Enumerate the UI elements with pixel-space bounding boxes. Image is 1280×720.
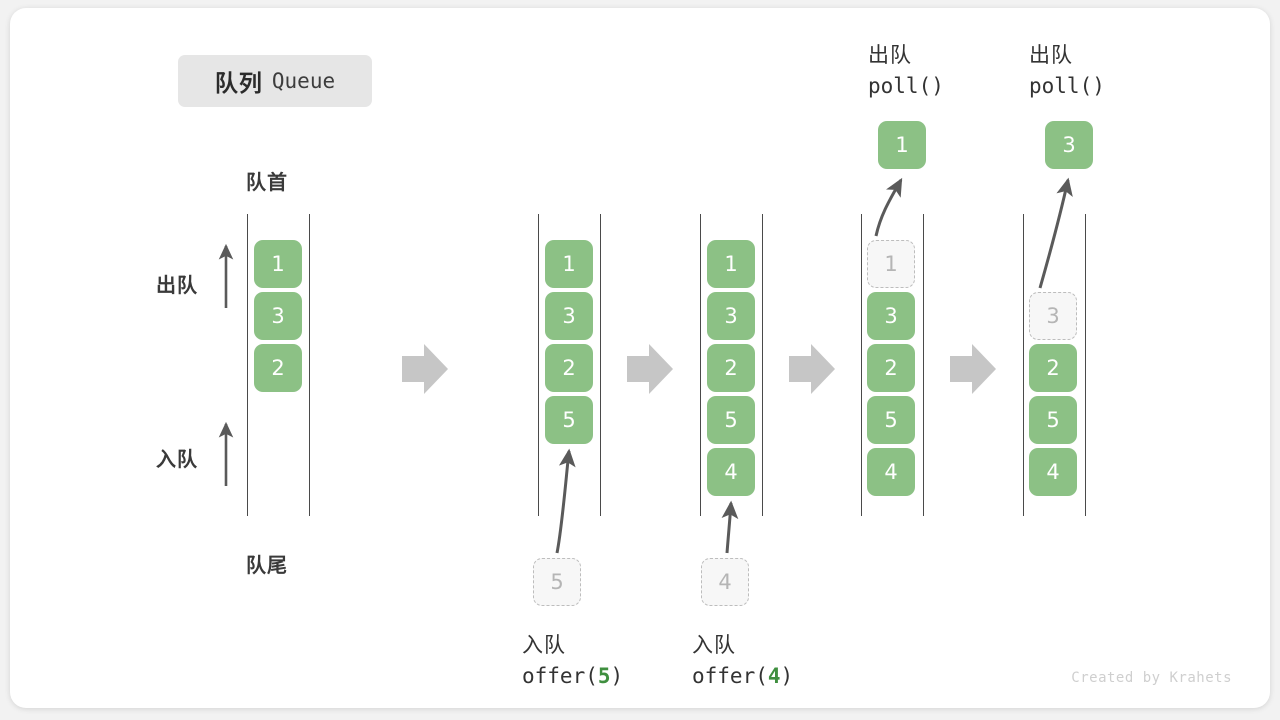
enqueue-direction-label: 入队 — [156, 449, 198, 471]
queue-rail-left-5 — [1023, 214, 1024, 516]
queue-cell: 3 — [254, 292, 302, 340]
queue-rail-left-2 — [538, 214, 539, 516]
poll-caption-code-1: poll() — [868, 74, 944, 98]
queue-cell: 3 — [707, 292, 755, 340]
queue-cell-new: 5 — [545, 396, 593, 444]
offer-caption-code-2: offer(4) — [692, 664, 793, 688]
offer-code-suffix: ) — [780, 664, 794, 688]
queue-cell: 1 — [545, 240, 593, 288]
offer-caption-code-1: offer(5) — [522, 664, 623, 688]
removed-ghost-cell: 1 — [867, 240, 915, 288]
queue-rail-right-5 — [1085, 214, 1086, 516]
queue-cell: 4 — [867, 448, 915, 496]
incoming-ghost-cell: 5 — [533, 558, 581, 606]
queue-cell: 3 — [867, 292, 915, 340]
queue-cell-new: 4 — [707, 448, 755, 496]
queue-cell: 5 — [707, 396, 755, 444]
diagram-title-chip: 队列 Queue — [178, 55, 372, 107]
offer-code-suffix: ) — [610, 664, 624, 688]
dequeue-direction-label: 出队 — [156, 275, 198, 297]
diagram-card: 队列 Queue 队首 队尾 出队 入队 1 3 2 1 3 2 5 5 入队 … — [10, 8, 1270, 708]
poll-caption-cn-1: 出队 — [868, 44, 912, 67]
offer-caption-cn-2: 入队 — [692, 634, 736, 657]
queue-cell: 5 — [867, 396, 915, 444]
poll-arrow-1 — [874, 177, 903, 237]
poll-caption-cn-2: 出队 — [1029, 44, 1073, 67]
polled-cell: 3 — [1045, 121, 1093, 169]
queue-cell: 2 — [1029, 344, 1077, 392]
removed-ghost-cell: 3 — [1029, 292, 1077, 340]
offer-arrow-4 — [721, 500, 739, 554]
queue-rail-right-1 — [309, 214, 310, 516]
offer-code-prefix: offer( — [692, 664, 768, 688]
credit-label: Created by Krahets — [1071, 670, 1232, 686]
queue-rail-left-1 — [247, 214, 248, 516]
queue-cell: 3 — [545, 292, 593, 340]
arrow-overlay — [218, 177, 1073, 554]
offer-arrow-5 — [555, 448, 576, 554]
polled-cell: 1 — [878, 121, 926, 169]
queue-cell: 4 — [1029, 448, 1077, 496]
queue-cell: 2 — [254, 344, 302, 392]
offer-code-value: 5 — [597, 664, 611, 688]
queue-rail-right-3 — [762, 214, 763, 516]
incoming-ghost-cell: 4 — [701, 558, 749, 606]
title-label-cn: 队列 — [214, 70, 263, 96]
queue-rail-left-4 — [861, 214, 862, 516]
queue-cell: 2 — [867, 344, 915, 392]
offer-code-prefix: offer( — [522, 664, 598, 688]
queue-rail-left-3 — [700, 214, 701, 516]
queue-cell: 1 — [254, 240, 302, 288]
flow-arrow-1 — [402, 344, 448, 394]
title-label-en: Queue — [271, 69, 336, 93]
offer-code-value: 4 — [767, 664, 781, 688]
queue-cell: 2 — [545, 344, 593, 392]
queue-rail-right-4 — [923, 214, 924, 516]
poll-arrow-3 — [1038, 177, 1073, 289]
flow-arrow-2 — [627, 344, 673, 394]
queue-cell: 1 — [707, 240, 755, 288]
poll-caption-code-2: poll() — [1029, 74, 1105, 98]
flow-arrow-4 — [950, 344, 996, 394]
tail-label: 队尾 — [246, 555, 288, 577]
head-label: 队首 — [246, 172, 288, 194]
queue-cell: 2 — [707, 344, 755, 392]
queue-cell: 5 — [1029, 396, 1077, 444]
flow-arrow-3 — [789, 344, 835, 394]
offer-caption-cn-1: 入队 — [522, 634, 566, 657]
queue-rail-right-2 — [600, 214, 601, 516]
